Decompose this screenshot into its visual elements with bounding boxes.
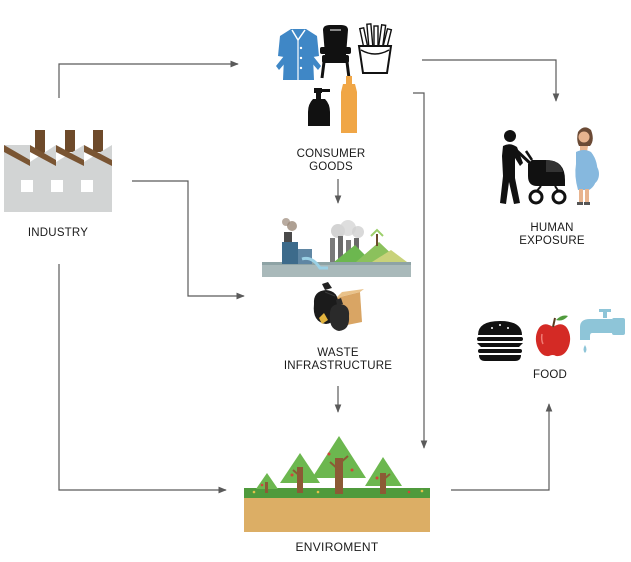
consumer-goods-label-line1: CONSUMER — [297, 148, 366, 160]
arrow-environment-to-food — [451, 403, 553, 491]
garbage-bags-icon — [313, 282, 364, 331]
factory-icon — [4, 130, 112, 212]
faucet-icon — [580, 309, 625, 353]
waste-label-line1: WASTE — [317, 347, 359, 359]
flow-arrows — [58, 59, 560, 494]
forest-icon — [244, 436, 430, 532]
arrow-industry-to-consumer-goods — [58, 60, 239, 98]
apple-icon — [535, 315, 571, 357]
fries-icon — [357, 23, 393, 74]
waste-infrastructure-node: WASTE INFRASTRUCTURE — [262, 218, 411, 372]
consumer-goods-node: CONSUMER GOODS — [276, 23, 393, 173]
industry-node: INDUSTRY — [4, 130, 112, 239]
landfill-icon — [262, 218, 411, 277]
environment-node: ENVIROMENT — [244, 436, 430, 554]
chair-icon — [320, 25, 351, 79]
human-exposure-node: HUMAN EXPOSURE — [500, 127, 599, 247]
industry-label: INDUSTRY — [28, 227, 88, 239]
pregnant-woman-icon — [575, 127, 599, 205]
soap-dispenser-icon — [308, 88, 330, 126]
parent-stroller-icon — [500, 130, 567, 205]
food-node: FOOD — [477, 309, 625, 381]
bottle-icon — [341, 76, 357, 133]
burger-icon — [477, 321, 523, 361]
arrow-industry-to-environment — [58, 264, 227, 494]
arrow-consumer-to-human-exposure — [422, 59, 560, 102]
arrow-industry-to-waste — [132, 180, 245, 300]
food-label: FOOD — [533, 369, 567, 381]
human-exposure-label-line2: EXPOSURE — [519, 235, 585, 247]
arrow-consumer-to-environment — [413, 92, 428, 449]
waste-label-line2: INFRASTRUCTURE — [284, 360, 392, 372]
environment-label: ENVIROMENT — [295, 540, 378, 554]
human-exposure-label-line1: HUMAN — [530, 222, 573, 234]
coat-icon — [276, 29, 321, 80]
consumer-goods-label-line2: GOODS — [309, 161, 353, 173]
